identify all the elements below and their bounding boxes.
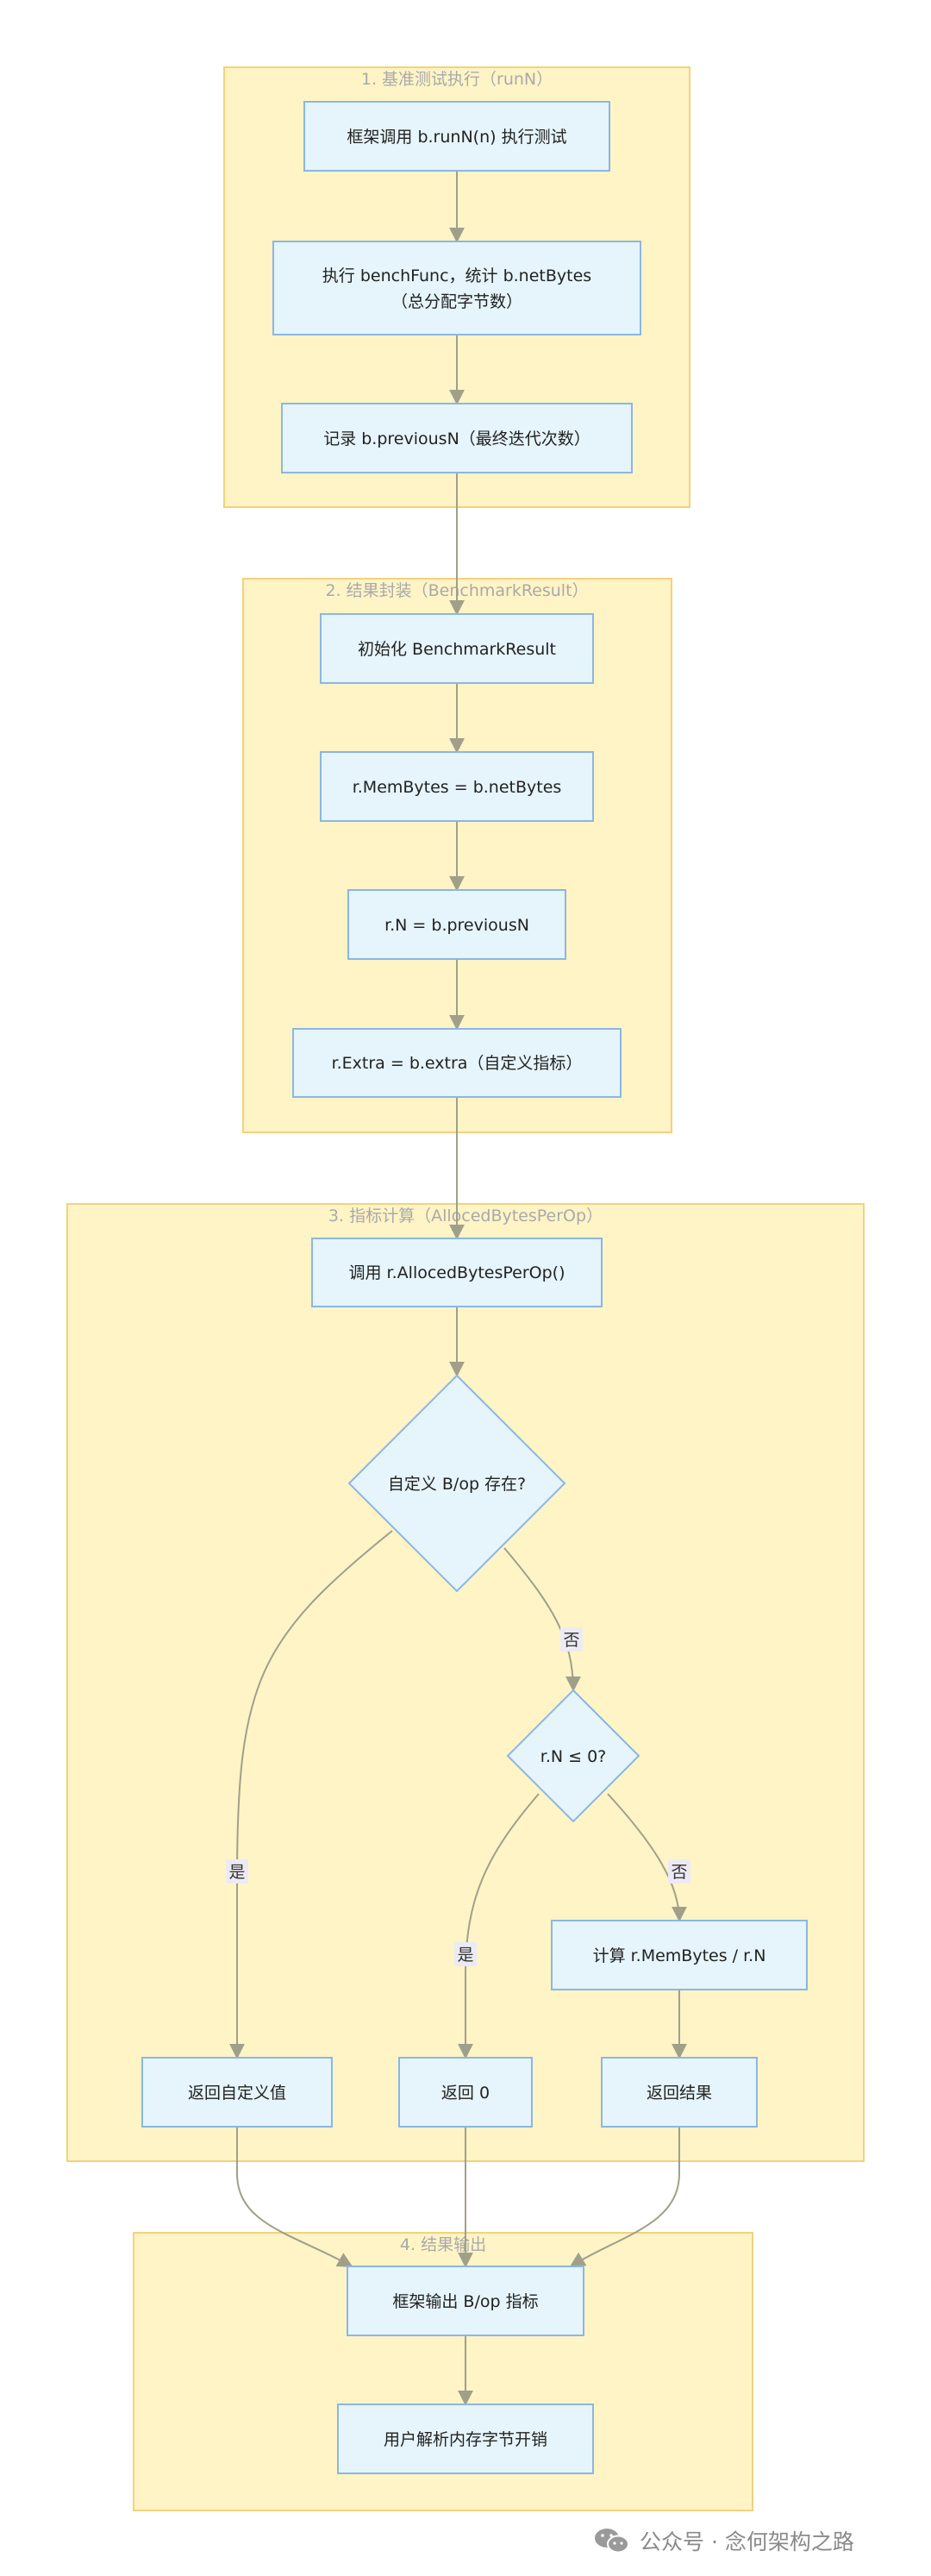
edges (229, 171, 687, 2406)
cluster-title-run: 1. 基准测试执行（runN） (361, 70, 553, 89)
decision-n-le-zero: r.N ≤ 0? (506, 1689, 640, 1823)
edge-custom-q-yes (229, 1530, 393, 2059)
svg-text:框架调用 b.runN(n) 执行测试: 框架调用 b.runN(n) 执行测试 (347, 128, 566, 147)
node-mem-bytes: r.MemBytes = b.netBytes (320, 751, 594, 822)
node-return-custom: 返回自定义值 (141, 2057, 333, 2128)
svg-text:r.N ≤ 0?: r.N ≤ 0? (540, 1747, 607, 1766)
svg-text:返回 0: 返回 0 (441, 2084, 490, 2103)
node-call-alloc: 调用 r.AllocedBytesPerOp() (311, 1238, 603, 1307)
node-extra: r.Extra = b.extra（自定义指标） (292, 1028, 622, 1098)
node-exec-bench: 执行 benchFunc，统计 b.netBytes （总分配字节数） (272, 241, 641, 335)
edge-ret-result-to-output (569, 2127, 680, 2267)
edge-label-no1: 否 (560, 1627, 583, 1652)
footer-watermark: 公众号 · 念何架构之路 (593, 2525, 854, 2556)
node-init-result: 初始化 BenchmarkResult (320, 613, 594, 684)
svg-text:r.Extra = b.extra（自定义指标）: r.Extra = b.extra（自定义指标） (332, 1054, 583, 1073)
svg-text:是: 是 (457, 1946, 473, 1965)
cluster-title-output: 4. 结果输出 (400, 2235, 486, 2254)
node-n: r.N = b.previousN (347, 889, 566, 960)
svg-text:r.MemBytes = b.netBytes: r.MemBytes = b.netBytes (353, 778, 562, 797)
svg-text:返回自定义值: 返回自定义值 (188, 2084, 286, 2103)
svg-text:自定义 B/op 存在?: 自定义 B/op 存在? (388, 1475, 526, 1494)
svg-text:调用 r.AllocedBytesPerOp(): 调用 r.AllocedBytesPerOp() (349, 1263, 565, 1282)
svg-text:计算 r.MemBytes / r.N: 计算 r.MemBytes / r.N (593, 1946, 766, 1965)
svg-text:（总分配字节数）: （总分配字节数） (391, 292, 522, 311)
decision-custom-bop: 自定义 B/op 存在? (347, 1374, 566, 1593)
svg-text:初始化 BenchmarkResult: 初始化 BenchmarkResult (358, 640, 556, 659)
svg-text:框架输出 B/op 指标: 框架输出 B/op 指标 (392, 2292, 538, 2311)
node-call-run: 框架调用 b.runN(n) 执行测试 (303, 101, 610, 172)
svg-text:用户解析内存字节开销: 用户解析内存字节开销 (384, 2430, 547, 2449)
node-parse: 用户解析内存字节开销 (337, 2404, 594, 2474)
edge-label-yes1: 是 (226, 1859, 248, 1883)
svg-text:否: 否 (563, 1631, 579, 1650)
svg-text:r.N = b.previousN: r.N = b.previousN (384, 916, 529, 935)
edge-label-yes2: 是 (454, 1942, 477, 1966)
svg-text:否: 否 (671, 1863, 687, 1882)
edge-ret-custom-to-output (236, 2127, 353, 2267)
svg-text:记录 b.previousN（最终迭代次数）: 记录 b.previousN（最终迭代次数） (323, 429, 590, 448)
node-output-bop: 框架输出 B/op 指标 (347, 2266, 584, 2336)
cluster-title-calc: 3. 指标计算（AllocedBytesPerOp） (328, 1207, 603, 1225)
node-return-result: 返回结果 (601, 2057, 758, 2128)
node-record-previousn: 记录 b.previousN（最终迭代次数） (281, 403, 633, 473)
svg-text:执行 benchFunc，统计 b.netBytes: 执行 benchFunc，统计 b.netBytes (322, 266, 591, 285)
edge-n-q-no (607, 1793, 687, 1922)
footer-text: 公众号 · 念何架构之路 (640, 2529, 854, 2554)
wechat-icon (595, 2529, 629, 2554)
node-compute: 计算 r.MemBytes / r.N (551, 1920, 808, 1990)
edge-label-no2: 否 (668, 1859, 690, 1883)
svg-text:返回结果: 返回结果 (647, 2084, 712, 2103)
edge-custom-q-no (503, 1547, 581, 1692)
node-return-zero: 返回 0 (398, 2057, 533, 2128)
svg-text:是: 是 (228, 1863, 245, 1882)
